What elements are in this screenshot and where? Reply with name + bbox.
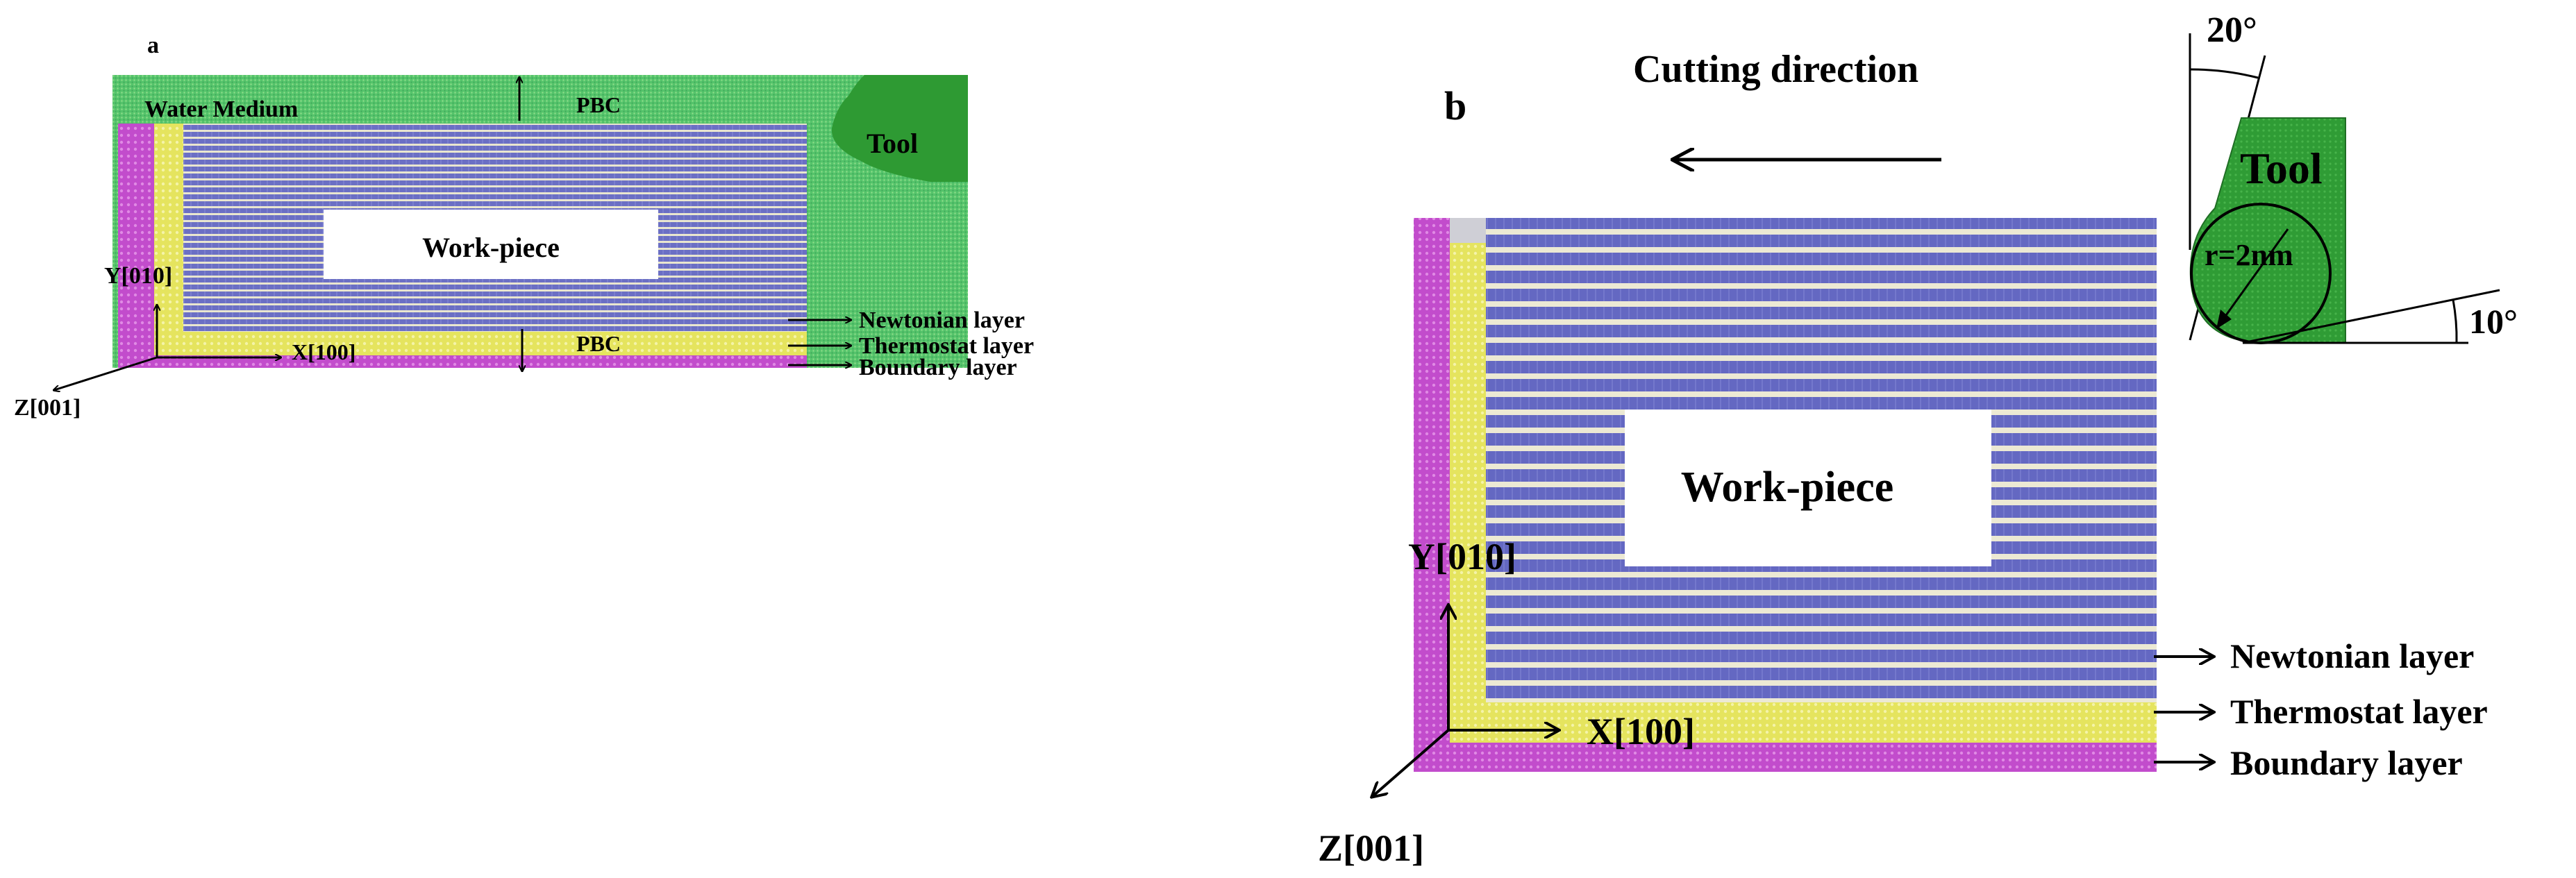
panel-a-pbc-bottom-label: PBC: [576, 331, 621, 356]
panel-b-thermostat-top-corner: [1450, 218, 1486, 243]
panel-a-workpiece-box: [324, 210, 658, 279]
panel-b-newtonian-label: Newtonian layer: [2230, 636, 2474, 675]
panel-b-thermostat-bottom: [1450, 702, 2157, 743]
tool-radius-label: r=2nm: [2205, 238, 2293, 272]
panel-a-water-label: Water Medium: [144, 96, 298, 122]
panel-b-boundary-bottom: [1414, 743, 2157, 772]
cutting-direction-label: Cutting direction: [1633, 48, 1918, 91]
panel-a-boundary-left: [118, 124, 154, 368]
panel-b-boundary-left: [1414, 218, 1450, 772]
panel-b-thermostat-label: Thermostat layer: [2230, 692, 2488, 731]
tool-radius-line: [2218, 228, 2289, 326]
panel-a-thermostat-bottom: [154, 332, 807, 355]
panel-a-z-axis-arrow: [54, 356, 158, 390]
panel-a-boundary-bottom: [118, 355, 807, 368]
panel-b-workpiece-label: Work-piece: [1681, 464, 1894, 511]
panel-a: a Work-piece Water Medium PBC PBC Tool Y…: [14, 33, 1034, 421]
panel-b-workpiece-box: [1625, 410, 1991, 566]
panel-a-boundary-label: Boundary layer: [859, 355, 1017, 380]
panel-a-z-axis-label: Z[001]: [14, 395, 81, 421]
panel-b-x-axis-label: X[100]: [1587, 711, 1695, 752]
panel-b-label: b: [1444, 83, 1466, 128]
panel-b-thermostat-left: [1450, 218, 1486, 743]
panel-a-y-axis-label: Y[010]: [104, 263, 172, 289]
panel-b-boundary-label: Boundary layer: [2230, 743, 2463, 782]
panel-a-tool-shape: [831, 75, 968, 182]
clearance-face-line: [2242, 289, 2500, 344]
panel-a-thermostat-label: Thermostat layer: [859, 333, 1034, 359]
rake-angle-arc: [2189, 68, 2259, 79]
clearance-angle-arc: [2452, 299, 2458, 344]
panel-a-thermostat-left: [154, 124, 183, 355]
panel-b-z-axis-arrow: [1372, 729, 1450, 797]
tool-radius-arrowhead: [2216, 310, 2232, 329]
rake-angle-label: 20°: [2207, 10, 2257, 50]
clearance-angle-label: 10°: [2469, 302, 2518, 341]
panel-a-pbc-top-label: PBC: [576, 92, 621, 117]
panel-b: b Cutting direction 20° Tool r=2nm 10° W…: [1318, 10, 2518, 869]
panel-b-y-axis-label: Y[010]: [1408, 536, 1516, 577]
panel-a-newtonian-label: Newtonian layer: [859, 307, 1025, 333]
panel-a-tool-label: Tool: [867, 128, 918, 159]
panel-a-label: a: [147, 33, 159, 58]
panel-b-tool-label: Tool: [2240, 144, 2323, 193]
panel-a-x-axis-label: X[100]: [292, 339, 356, 364]
panel-a-workpiece-label: Work-piece: [422, 232, 560, 263]
panel-b-tool: [2189, 33, 2500, 344]
panel-b-z-axis-label: Z[001]: [1318, 827, 1424, 869]
